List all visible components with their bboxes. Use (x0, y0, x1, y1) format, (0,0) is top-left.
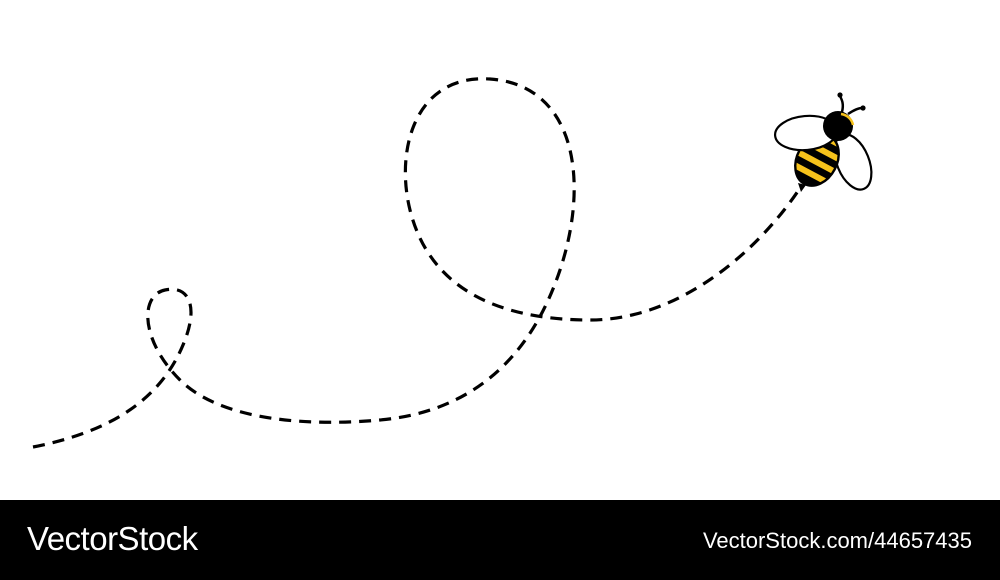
bee-antenna-right (847, 106, 863, 116)
dashed-flight-path (32, 77, 804, 449)
bee-icon (773, 92, 873, 194)
bee-antenna-left (838, 95, 845, 113)
footer-bar: VectorStock VectorStock.com/44657435 (0, 500, 1000, 580)
image-id-text: VectorStock.com/44657435 (702, 528, 972, 553)
bee-stinger (798, 183, 806, 192)
brand-logo: VectorStock (27, 520, 198, 557)
bee-head (823, 111, 853, 141)
illustration (32, 77, 873, 449)
illustration-svg (32, 77, 873, 449)
